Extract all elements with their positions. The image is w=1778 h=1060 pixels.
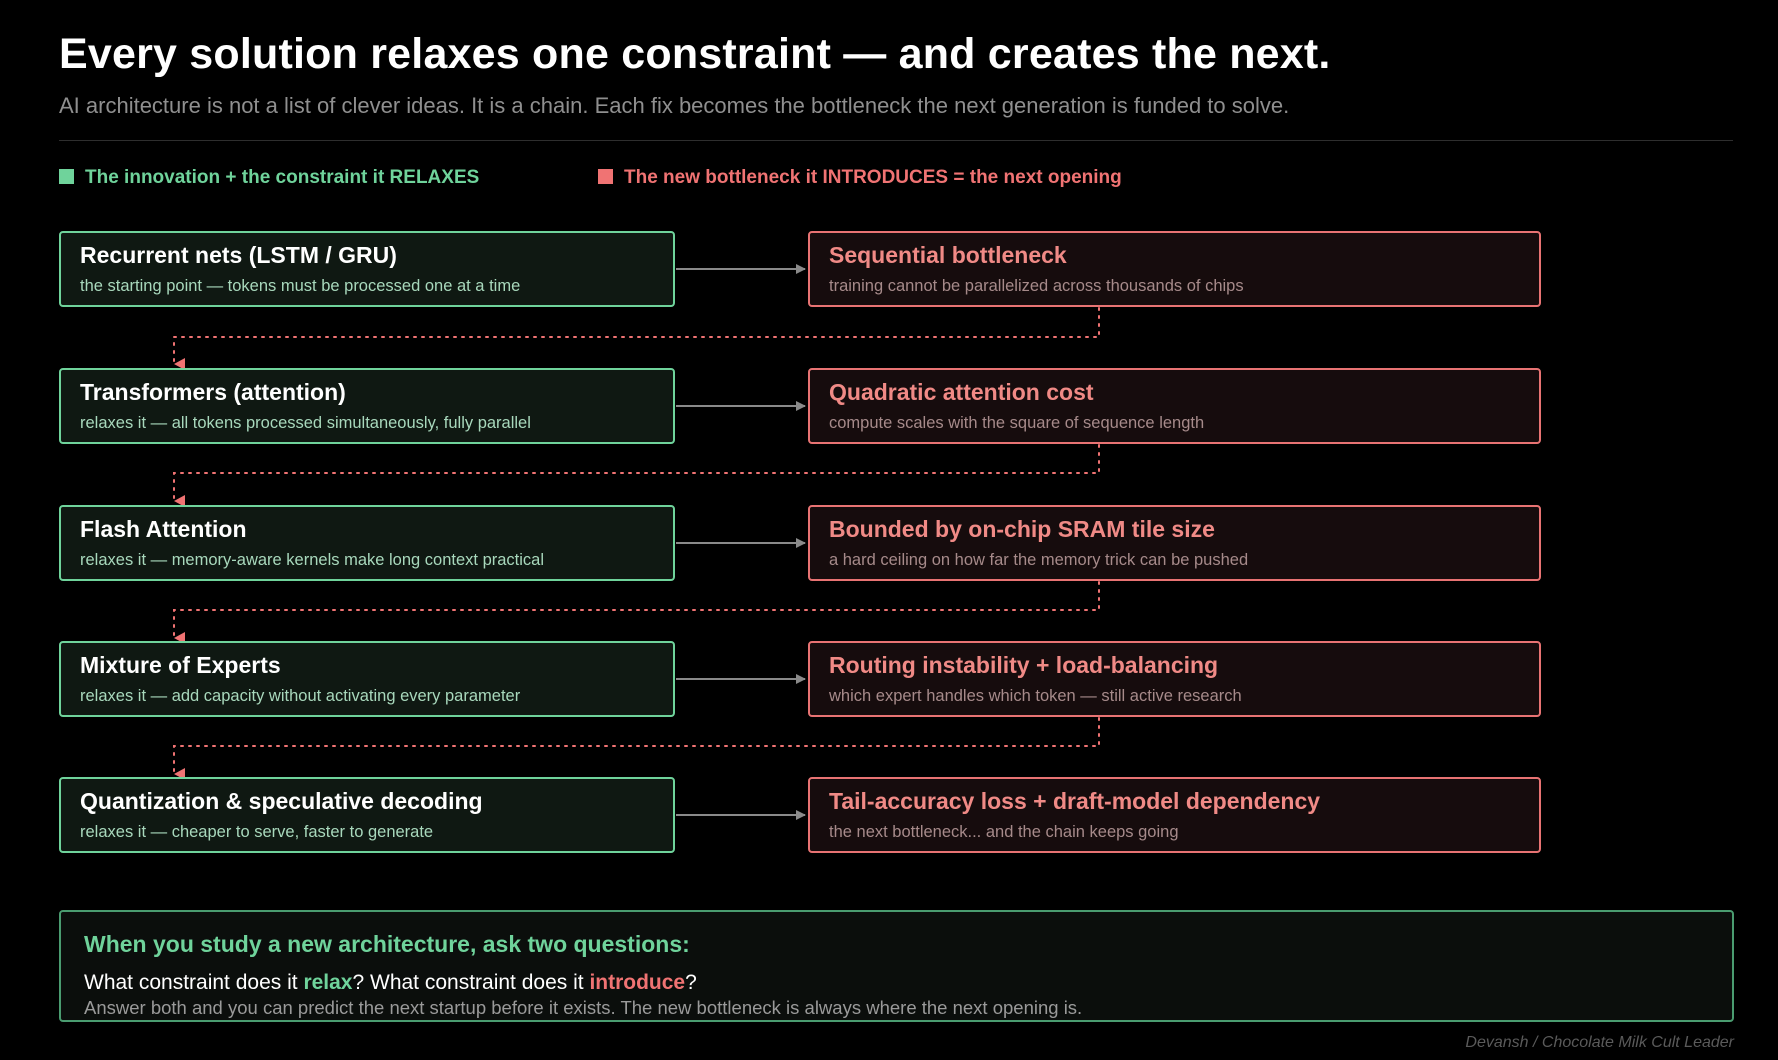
innovation-title: Flash Attention	[80, 516, 247, 542]
innovation-title: Recurrent nets (LSTM / GRU)	[80, 242, 397, 268]
bottleneck-desc: which expert handles which token — still…	[829, 687, 1242, 705]
innovation-desc: relaxes it — all tokens processed simult…	[80, 414, 531, 432]
header-divider	[59, 140, 1733, 141]
innovation-desc: relaxes it — add capacity without activa…	[80, 687, 521, 705]
innovation-box-3: Flash Attention relaxes it — memory-awar…	[59, 505, 675, 581]
question-part-1: What constraint does it	[84, 971, 304, 994]
link-bottleneck-to-next-1	[173, 307, 1100, 370]
takeaway-heading: When you study a new architecture, ask t…	[84, 931, 690, 957]
author-credit: Devansh / Chocolate Milk Cult Leader	[1465, 1034, 1734, 1051]
bottleneck-box-5: Tail-accuracy loss + draft-model depende…	[808, 777, 1541, 853]
legend-relaxes-label: The innovation + the constraint it RELAX…	[85, 167, 480, 188]
bottleneck-title: Routing instability + load-balancing	[829, 652, 1219, 678]
innovation-title: Transformers (attention)	[80, 379, 346, 405]
innovation-box-1: Recurrent nets (LSTM / GRU) the starting…	[59, 231, 675, 307]
keyword-introduce: introduce	[589, 971, 686, 994]
bottleneck-desc: training cannot be parallelized across t…	[829, 277, 1244, 295]
bottleneck-box-2: Quadratic attention cost compute scales …	[808, 368, 1541, 444]
bottleneck-desc: a hard ceiling on how far the memory tri…	[829, 551, 1249, 569]
takeaway-panel: When you study a new architecture, ask t…	[59, 910, 1734, 1022]
legend-introduces: The new bottleneck it INTRODUCES = the n…	[598, 167, 1122, 189]
question-part-2: ? What constraint does it	[352, 971, 590, 994]
bottleneck-title: Tail-accuracy loss + draft-model depende…	[829, 788, 1321, 814]
bottleneck-box-1: Sequential bottleneck training cannot be…	[808, 231, 1541, 307]
innovation-title: Mixture of Experts	[80, 652, 281, 678]
bottleneck-title: Sequential bottleneck	[829, 242, 1067, 268]
takeaway-note: Answer both and you can predict the next…	[84, 997, 1083, 1018]
link-bottleneck-to-next-3	[173, 581, 1100, 644]
innovation-box-4: Mixture of Experts relaxes it — add capa…	[59, 641, 675, 717]
innovation-box-2: Transformers (attention) relaxes it — al…	[59, 368, 675, 444]
bottleneck-title: Quadratic attention cost	[829, 379, 1094, 405]
innovation-title: Quantization & speculative decoding	[80, 788, 483, 814]
bottleneck-desc: the next bottleneck... and the chain kee…	[829, 823, 1179, 841]
legend-relaxes: The innovation + the constraint it RELAX…	[59, 167, 479, 189]
page-title: Every solution relaxes one constraint — …	[59, 30, 1331, 78]
page-subtitle: AI architecture is not a list of clever …	[59, 93, 1290, 118]
legend-introduces-label: The new bottleneck it INTRODUCES = the n…	[624, 167, 1122, 188]
takeaway-questions: What constraint does it relax? What cons…	[84, 971, 1732, 995]
bottleneck-box-3: Bounded by on-chip SRAM tile size a hard…	[808, 505, 1541, 581]
bottleneck-desc: compute scales with the square of sequen…	[829, 414, 1205, 432]
innovation-desc: relaxes it — memory-aware kernels make l…	[80, 551, 545, 569]
legend-green-swatch	[59, 169, 74, 184]
innovation-desc: relaxes it — cheaper to serve, faster to…	[80, 823, 434, 841]
link-bottleneck-to-next-4	[173, 717, 1100, 780]
link-bottleneck-to-next-2	[173, 444, 1100, 507]
innovation-desc: the starting point — tokens must be proc…	[80, 277, 521, 295]
keyword-relax: relax	[303, 971, 353, 994]
legend-red-swatch	[598, 169, 613, 184]
question-part-3: ?	[685, 971, 697, 994]
bottleneck-title: Bounded by on-chip SRAM tile size	[829, 516, 1215, 542]
innovation-box-5: Quantization & speculative decoding rela…	[59, 777, 675, 853]
bottleneck-box-4: Routing instability + load-balancing whi…	[808, 641, 1541, 717]
